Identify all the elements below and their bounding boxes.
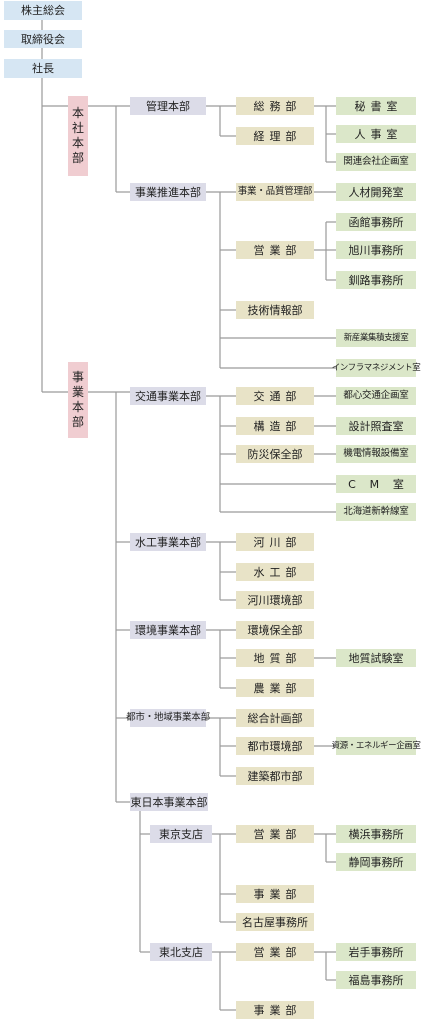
suishin-division-box: 事業推進本部 xyxy=(130,183,206,201)
toshi-kankyo-dept-box: 都市環境部 xyxy=(236,737,314,755)
shinsangyo-office-box: 新産業集積支援室 xyxy=(336,329,416,347)
tokyo-eigyo-dept-box: 営業部 xyxy=(236,825,314,843)
hakodate-office-box: 函館事務所 xyxy=(336,213,416,231)
bousai-dept-box: 防災保全部 xyxy=(236,445,314,463)
jinji-office-box: 人事室 xyxy=(336,125,416,143)
kozo-dept-box: 構造部 xyxy=(236,417,314,435)
keiri-dept-box: 経理部 xyxy=(236,127,314,145)
shinkansen-office-box: 北海道新幹線室 xyxy=(336,503,416,521)
chishitsu-dept-box: 地質部 xyxy=(236,649,314,667)
kushiro-office-box: 釧路事務所 xyxy=(336,271,416,289)
board-box: 取締役会 xyxy=(4,30,82,48)
chishitsu-shiken-office-box: 地質試験室 xyxy=(336,649,416,667)
president-box: 社長 xyxy=(4,59,82,78)
tokyo-jigyo-dept-box: 事業部 xyxy=(236,885,314,903)
jinzai-office-box: 人材開発室 xyxy=(336,183,416,201)
shizuoka-office-box: 静岡事務所 xyxy=(336,853,416,871)
asahikawa-office-box: 旭川事務所 xyxy=(336,241,416,259)
higashi-division-box: 東日本事業本部 xyxy=(130,793,208,811)
tohoku-jigyo-dept-box: 事業部 xyxy=(236,1001,314,1019)
sogo-dept-box: 総合計画部 xyxy=(236,709,314,727)
cm-office-box: CM室 xyxy=(336,475,416,493)
sekkei-office-box: 設計照査室 xyxy=(336,417,416,435)
business-label: 事業本部 xyxy=(71,370,84,429)
kasen-dept-box: 河川部 xyxy=(236,533,314,551)
kankyo-division-box: 環境事業本部 xyxy=(130,621,206,639)
suiko-dept-box: 水工部 xyxy=(236,563,314,581)
kenchiku-dept-box: 建築都市部 xyxy=(236,767,314,785)
shigen-office-box: 資源・エネルギー企画室 xyxy=(332,737,421,755)
kanren-office-box: 関連会社企画室 xyxy=(336,153,416,171)
fukushima-office-box: 福島事務所 xyxy=(336,971,416,989)
tohoku-eigyo-dept-box: 営業部 xyxy=(236,943,314,961)
hisho-office-box: 秘書室 xyxy=(336,97,416,115)
toshin-office-box: 都心交通企画室 xyxy=(336,387,416,405)
tohoku-branch-box: 東北支店 xyxy=(150,943,212,961)
nagoya-office-box: 名古屋事務所 xyxy=(236,913,314,931)
kankyo-hozen-dept-box: 環境保全部 xyxy=(236,621,314,639)
toshi-division-box: 都市・地域事業本部 xyxy=(126,709,210,727)
shareholders-box: 株主総会 xyxy=(4,1,82,20)
headquarters-box: 本社本部 xyxy=(68,96,88,176)
gijutsu-dept-box: 技術情報部 xyxy=(236,301,314,319)
kasen-kankyo-dept-box: 河川環境部 xyxy=(236,591,314,609)
kiden-office-box: 機電情報設備室 xyxy=(336,445,416,463)
suishin-eigyo-dept-box: 営業部 xyxy=(236,241,314,259)
business-box: 事業本部 xyxy=(68,362,88,438)
yokohama-office-box: 横浜事務所 xyxy=(336,825,416,843)
soumu-dept-box: 総務部 xyxy=(236,97,314,115)
jigyo-hinshitsu-dept-box: 事業・品質管理部 xyxy=(236,183,314,201)
tokyo-branch-box: 東京支店 xyxy=(150,825,212,843)
kanri-division-box: 管理本部 xyxy=(130,97,206,115)
infra-office-box: インフラマネジメント室 xyxy=(332,359,421,377)
iwate-office-box: 岩手事務所 xyxy=(336,943,416,961)
kotsu-dept-box: 交通部 xyxy=(236,387,314,405)
suiko-division-box: 水工事業本部 xyxy=(130,533,206,551)
kotsu-division-box: 交通事業本部 xyxy=(130,387,206,405)
headquarters-label: 本社本部 xyxy=(71,106,84,165)
nogyo-dept-box: 農業部 xyxy=(236,679,314,697)
